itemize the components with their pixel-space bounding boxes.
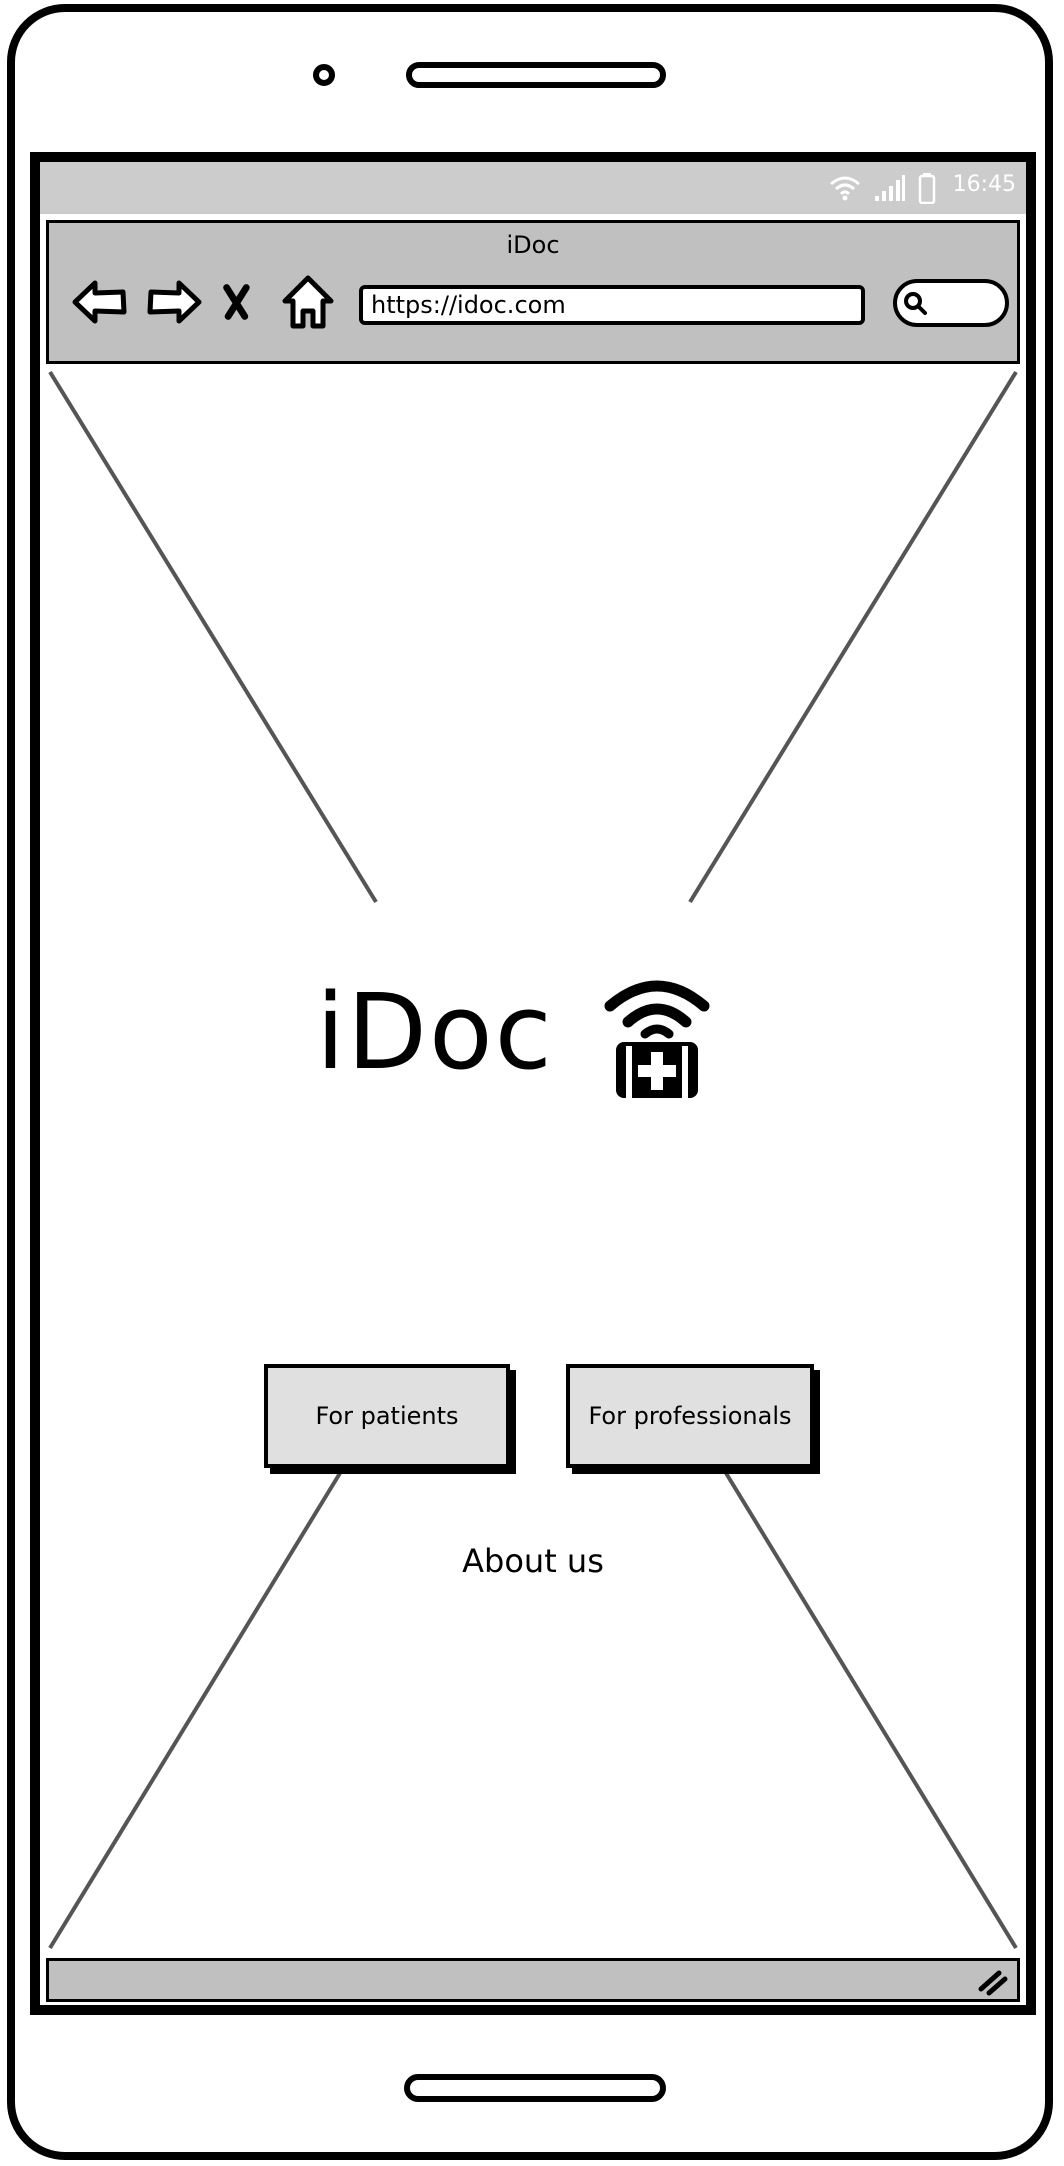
for-patients-button[interactable]: For patients — [264, 1364, 510, 1468]
close-icon[interactable] — [219, 273, 263, 331]
phone-home-button[interactable] — [404, 2074, 666, 2102]
search-button[interactable] — [893, 279, 1009, 327]
battery-icon — [918, 173, 936, 204]
resize-grip-icon[interactable] — [977, 1967, 1009, 1997]
signal-icon — [875, 175, 905, 201]
status-bar: 16:45 — [40, 162, 1026, 214]
phone-speaker — [406, 62, 666, 88]
for-professionals-button[interactable]: For professionals — [566, 1364, 814, 1468]
about-us-link[interactable]: About us — [462, 1542, 604, 1580]
search-icon — [904, 292, 927, 315]
status-time: 16:45 — [952, 172, 1016, 197]
phone-screen: 16:45 iDoc https://idoc.com — [30, 152, 1036, 2015]
browser-toolbar: iDoc https://idoc.com — [46, 220, 1020, 364]
arrow-right-icon[interactable] — [145, 273, 203, 331]
arrow-left-icon[interactable] — [71, 273, 129, 331]
wifi-icon — [830, 176, 860, 201]
logo-text: iDoc — [316, 971, 554, 1093]
browser-nav-icons — [71, 273, 337, 331]
url-input[interactable]: https://idoc.com — [359, 285, 865, 325]
browser-title: iDoc — [506, 231, 560, 259]
medical-kit-wifi-icon — [604, 980, 710, 1098]
phone-camera — [313, 64, 335, 86]
page-content: iDoc For patients For professionals Abou… — [46, 368, 1020, 1952]
image-placeholder — [48, 370, 1018, 1950]
home-icon[interactable] — [279, 273, 337, 331]
status-icons — [828, 168, 936, 208]
bottom-bar — [46, 1958, 1020, 2002]
